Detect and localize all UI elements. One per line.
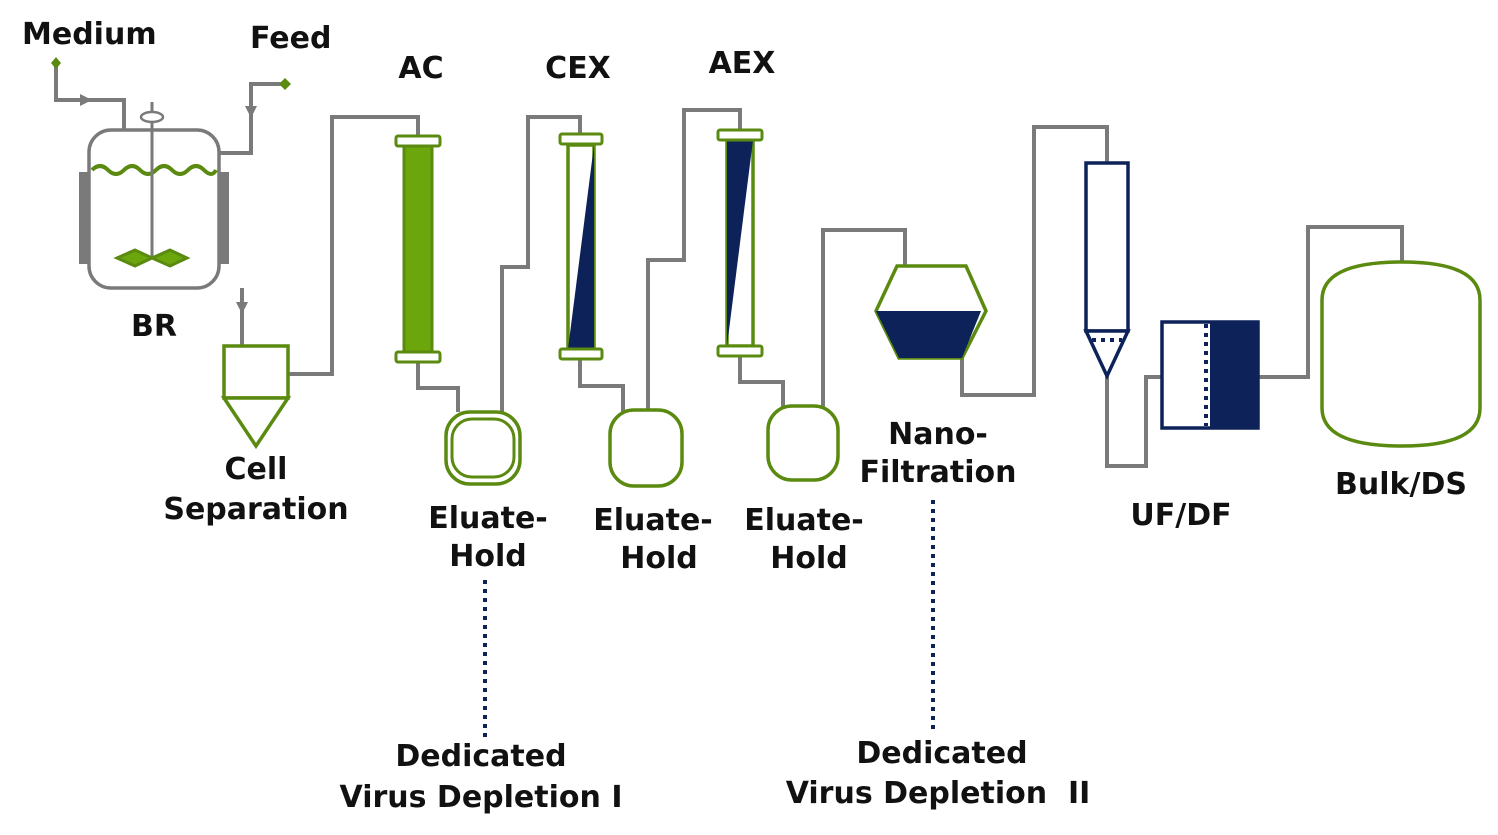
virus-depletion-2-label-line1: Dedicated [856, 736, 1027, 771]
virus-depletion-2-label-line2: Virus Depletion II [786, 776, 1091, 811]
ac-column-icon [396, 136, 440, 362]
ac-column-body [404, 145, 432, 353]
ufdf-icon [1086, 163, 1258, 428]
cell-separation-body [224, 346, 288, 398]
cell-separation-label-line2: Separation [163, 492, 348, 527]
feed-label: Feed [250, 21, 331, 56]
cell-separation-cone [224, 398, 288, 446]
cex-column-bottom-cap [560, 349, 602, 359]
eluate-hold-1-tank-icon [446, 412, 520, 484]
ufdf-reservoir-cone [1086, 331, 1128, 376]
aex-column-icon [718, 130, 762, 356]
eluate-hold-1-outer [446, 412, 520, 484]
ufdf-permeate-side [1210, 322, 1258, 428]
pipe-to-ac [288, 117, 418, 374]
feed-flow-arrow [245, 106, 257, 118]
ac-label: AC [398, 51, 443, 86]
bioreactor-vessel [89, 130, 219, 288]
aex-column-bottom-cap [718, 346, 762, 356]
feed-inlet-valve-icon [279, 78, 291, 90]
eluate-hold-2-tank-icon [610, 410, 682, 486]
virus-depletion-1-label-line1: Dedicated [395, 739, 566, 774]
nanofiltration-label-line2: Filtration [859, 455, 1016, 490]
medium-label: Medium [22, 17, 157, 52]
bioreactor-icon [79, 102, 229, 288]
feed-inlet-pipe [219, 84, 285, 153]
pipe-cex-to-hold2 [580, 358, 623, 412]
eluate-hold-1-label-line2: Hold [449, 539, 526, 574]
br-outlet-arrow [236, 302, 248, 314]
pipe-aex-to-hold3 [740, 355, 783, 408]
cex-column-top-cap [560, 134, 602, 144]
ac-column-bottom-cap [396, 352, 440, 362]
bioreactor-jacket-right [220, 172, 229, 264]
medium-flow-arrow [80, 94, 92, 106]
nanofiltration-label-line1: Nano- [888, 417, 988, 452]
bulk-ds-label: Bulk/DS [1335, 467, 1467, 502]
br-label: BR [131, 309, 177, 344]
ufdf-reservoir [1086, 163, 1128, 331]
pipe-ac-to-hold1 [418, 358, 458, 412]
aex-label: AEX [709, 46, 776, 81]
pipe-ufdf-loop [1107, 376, 1162, 466]
medium-inlet-valve-icon [51, 57, 61, 69]
ufdf-label: UF/DF [1130, 498, 1231, 533]
bioreactor-motor [141, 112, 163, 122]
bulk-ds-tank-icon [1322, 262, 1480, 446]
cex-column-icon [560, 134, 602, 359]
cex-label: CEX [545, 51, 611, 86]
aex-column-top-cap [718, 130, 762, 140]
medium-inlet-pipe [56, 63, 124, 130]
bioreactor-jacket-left [79, 172, 88, 264]
cell-separation-label-line1: Cell [225, 452, 288, 487]
cell-separation-icon [224, 346, 288, 446]
eluate-hold-2-label-line1: Eluate- [593, 503, 713, 538]
ac-column-top-cap [396, 136, 440, 146]
nanofiltration-icon [876, 266, 986, 358]
eluate-hold-3-label-line1: Eluate- [744, 503, 864, 538]
virus-depletion-1-label-line2: Virus Depletion I [340, 780, 623, 815]
eluate-hold-2-label-line2: Hold [620, 541, 697, 576]
eluate-hold-3-tank-icon [768, 406, 838, 480]
eluate-hold-3-label-line2: Hold [770, 541, 847, 576]
eluate-hold-1-label-line1: Eluate- [428, 501, 548, 536]
